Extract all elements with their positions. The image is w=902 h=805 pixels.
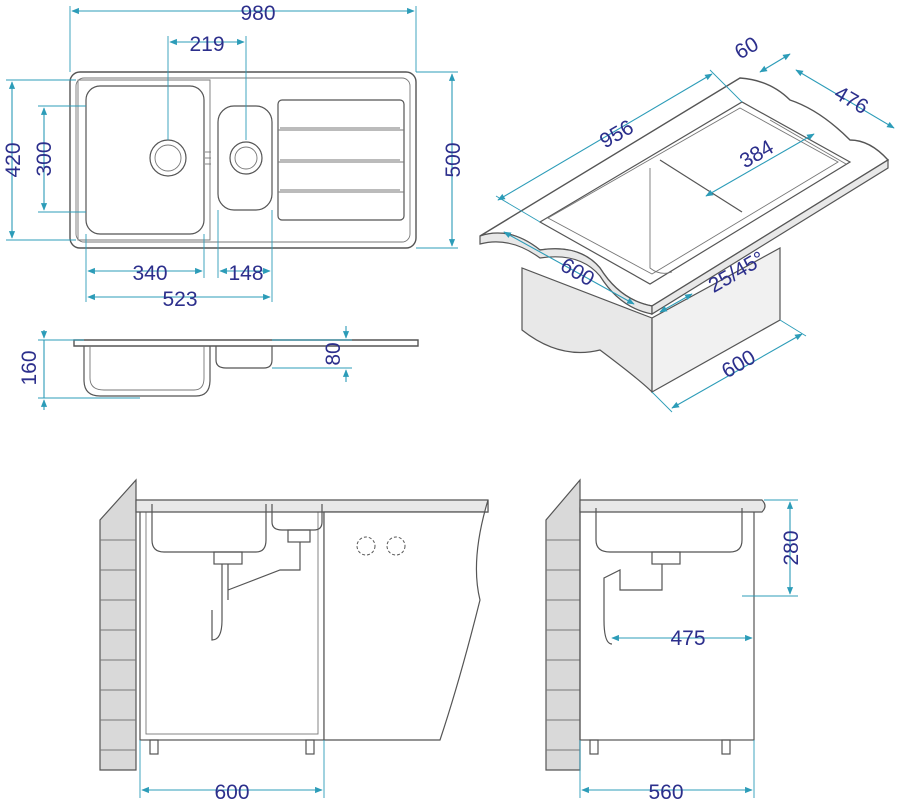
cabinet-side [579,507,755,741]
dim-980: 980 [240,2,275,25]
dim-523: 523 [162,288,197,311]
side-install-view: 280 475 560 [545,478,803,804]
dim-600-front: 600 [214,781,249,800]
front-install-view: 600 [99,478,489,804]
brick-wall-left [99,478,137,771]
dim-280: 280 [780,530,803,565]
dim-420: 420 [2,142,25,177]
top-view: 980 219 500 420 300 340 148 523 [2,2,465,311]
isometric-view: 956 60 476 384 600 25/45° 600 [479,33,895,413]
cabinet [139,505,325,741]
dim-476: 476 [830,82,872,119]
drainer [277,99,405,221]
dim-60: 60 [731,33,763,65]
dim-219: 219 [189,33,224,56]
dim-340: 340 [132,262,167,285]
sink-outline [69,71,417,249]
dim-300: 300 [33,141,56,176]
brick-wall-right [545,478,581,771]
small-drain [229,141,263,175]
side-profile-view: 160 80 [18,326,419,410]
dim-80: 80 [322,342,345,365]
main-bowl [85,85,205,235]
dim-148: 148 [228,262,263,285]
dim-475: 475 [670,627,705,650]
dim-500: 500 [442,142,465,177]
small-bowl [217,105,273,211]
dim-160: 160 [18,350,41,385]
dim-560: 560 [648,781,683,800]
